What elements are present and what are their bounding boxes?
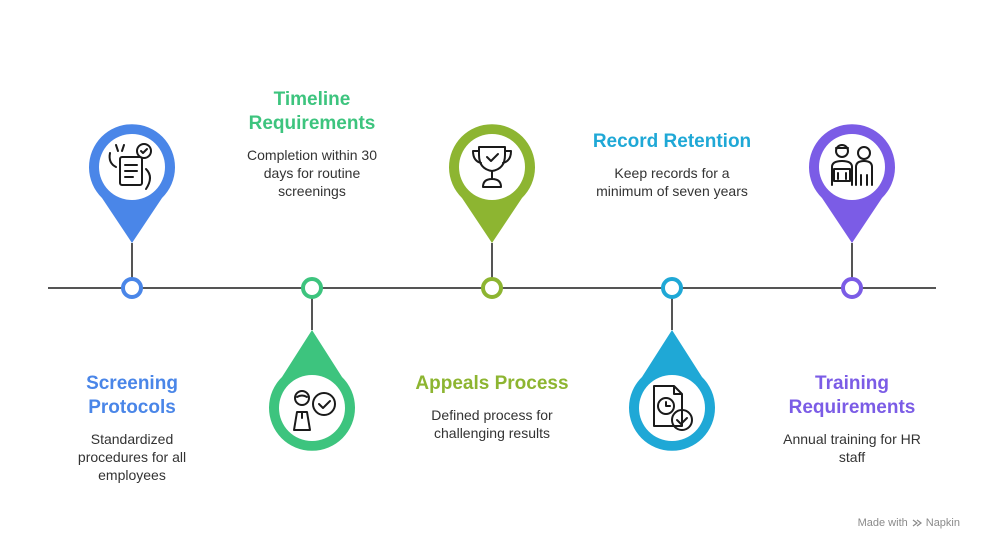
step-description: Annual training for HR staff bbox=[762, 430, 942, 466]
step-description-line: employees bbox=[98, 467, 166, 483]
step-title: Record Retention bbox=[562, 130, 782, 154]
document-clock-icon bbox=[653, 385, 693, 431]
step-title-line: Screening bbox=[86, 373, 178, 394]
timeline-node bbox=[301, 277, 323, 299]
step-description-line: Keep records for a bbox=[614, 165, 730, 181]
step-description: Defined process for challenging results bbox=[402, 406, 582, 442]
timeline-node bbox=[481, 277, 503, 299]
step-title-line: Appeals Process bbox=[415, 373, 569, 394]
step-1 bbox=[89, 124, 175, 299]
step-description-line: challenging results bbox=[434, 425, 550, 441]
step-description-line: Standardized bbox=[90, 431, 174, 447]
step-description: Completion within 30 days for routine scre… bbox=[222, 146, 402, 200]
step-description: Standardized procedures for all employees bbox=[42, 430, 222, 484]
footer-brand: Napkin bbox=[925, 517, 960, 529]
step-2 bbox=[269, 277, 355, 451]
checklist-hand-icon bbox=[108, 143, 152, 190]
step-title-line: Timeline bbox=[273, 89, 351, 110]
step-title-line: Training bbox=[815, 373, 889, 394]
pin-badge bbox=[99, 134, 165, 200]
step-5 bbox=[808, 124, 895, 299]
trainer-people-icon bbox=[831, 144, 873, 186]
step-description-line: Annual training for HR bbox=[783, 431, 921, 447]
timeline-node bbox=[121, 277, 143, 299]
step-description-line: Completion within 30 bbox=[247, 147, 377, 163]
step-description-line: minimum of seven years bbox=[596, 183, 748, 199]
step-4 bbox=[629, 277, 715, 451]
step-description-line: Defined process for bbox=[431, 407, 553, 423]
step-title-line: Record Retention bbox=[592, 131, 752, 152]
step-description-line: screenings bbox=[278, 183, 346, 199]
footer-made-with: Made with bbox=[857, 517, 908, 529]
napkin-logo-icon bbox=[912, 519, 922, 527]
pin-badge bbox=[639, 375, 705, 441]
step-3 bbox=[448, 124, 535, 299]
step-description-line: days for routine bbox=[263, 165, 361, 181]
step-title: Appeals Process bbox=[382, 372, 602, 396]
step-description: Keep records for a minimum of seven years bbox=[582, 164, 762, 200]
step-title-line: Protocols bbox=[88, 397, 176, 418]
step-description-line: procedures for all bbox=[77, 449, 187, 465]
trophy-check-icon bbox=[472, 146, 512, 188]
timeline-node bbox=[661, 277, 683, 299]
timeline-node bbox=[841, 277, 863, 299]
footer: Made with Napkin bbox=[858, 517, 960, 529]
pin-badge bbox=[459, 134, 525, 200]
step-title-line: Requirements bbox=[788, 397, 916, 418]
step-description-line: staff bbox=[838, 449, 866, 465]
person-check-icon bbox=[293, 390, 336, 431]
step-title-line: Requirements bbox=[248, 113, 376, 134]
